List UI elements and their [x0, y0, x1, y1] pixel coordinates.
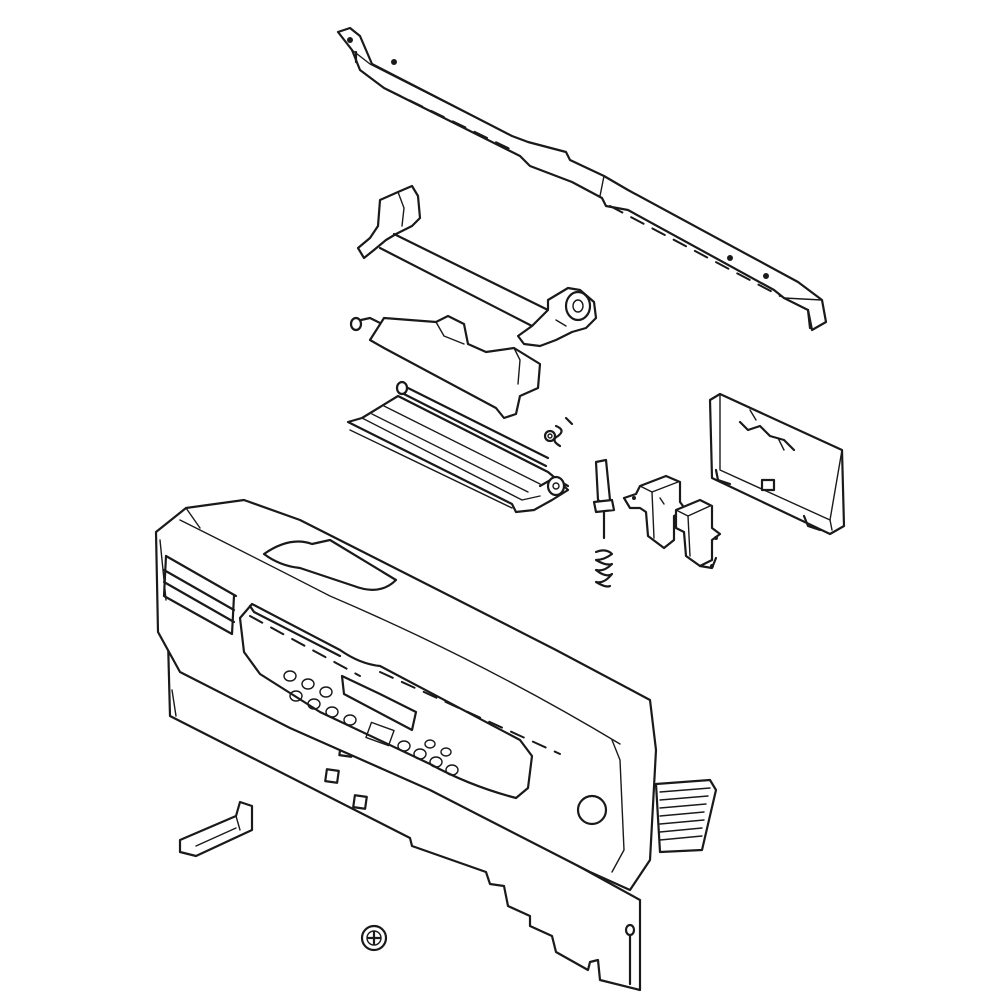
circuit-board-housing — [708, 392, 846, 536]
screw — [360, 924, 388, 952]
panel-clip — [178, 800, 254, 858]
control-panel — [154, 498, 658, 992]
handle-spring — [543, 416, 574, 448]
door-switch — [622, 474, 688, 550]
door-switch — [674, 498, 722, 570]
latch-plate — [349, 314, 542, 420]
ribbon-cable — [654, 778, 718, 854]
actuator-pin — [592, 458, 616, 540]
control-buttons — [283, 670, 459, 776]
actuator-spring — [594, 549, 614, 588]
latch-frame — [356, 184, 598, 348]
door-handle — [346, 380, 570, 514]
top-mounting-bracket — [336, 26, 828, 332]
